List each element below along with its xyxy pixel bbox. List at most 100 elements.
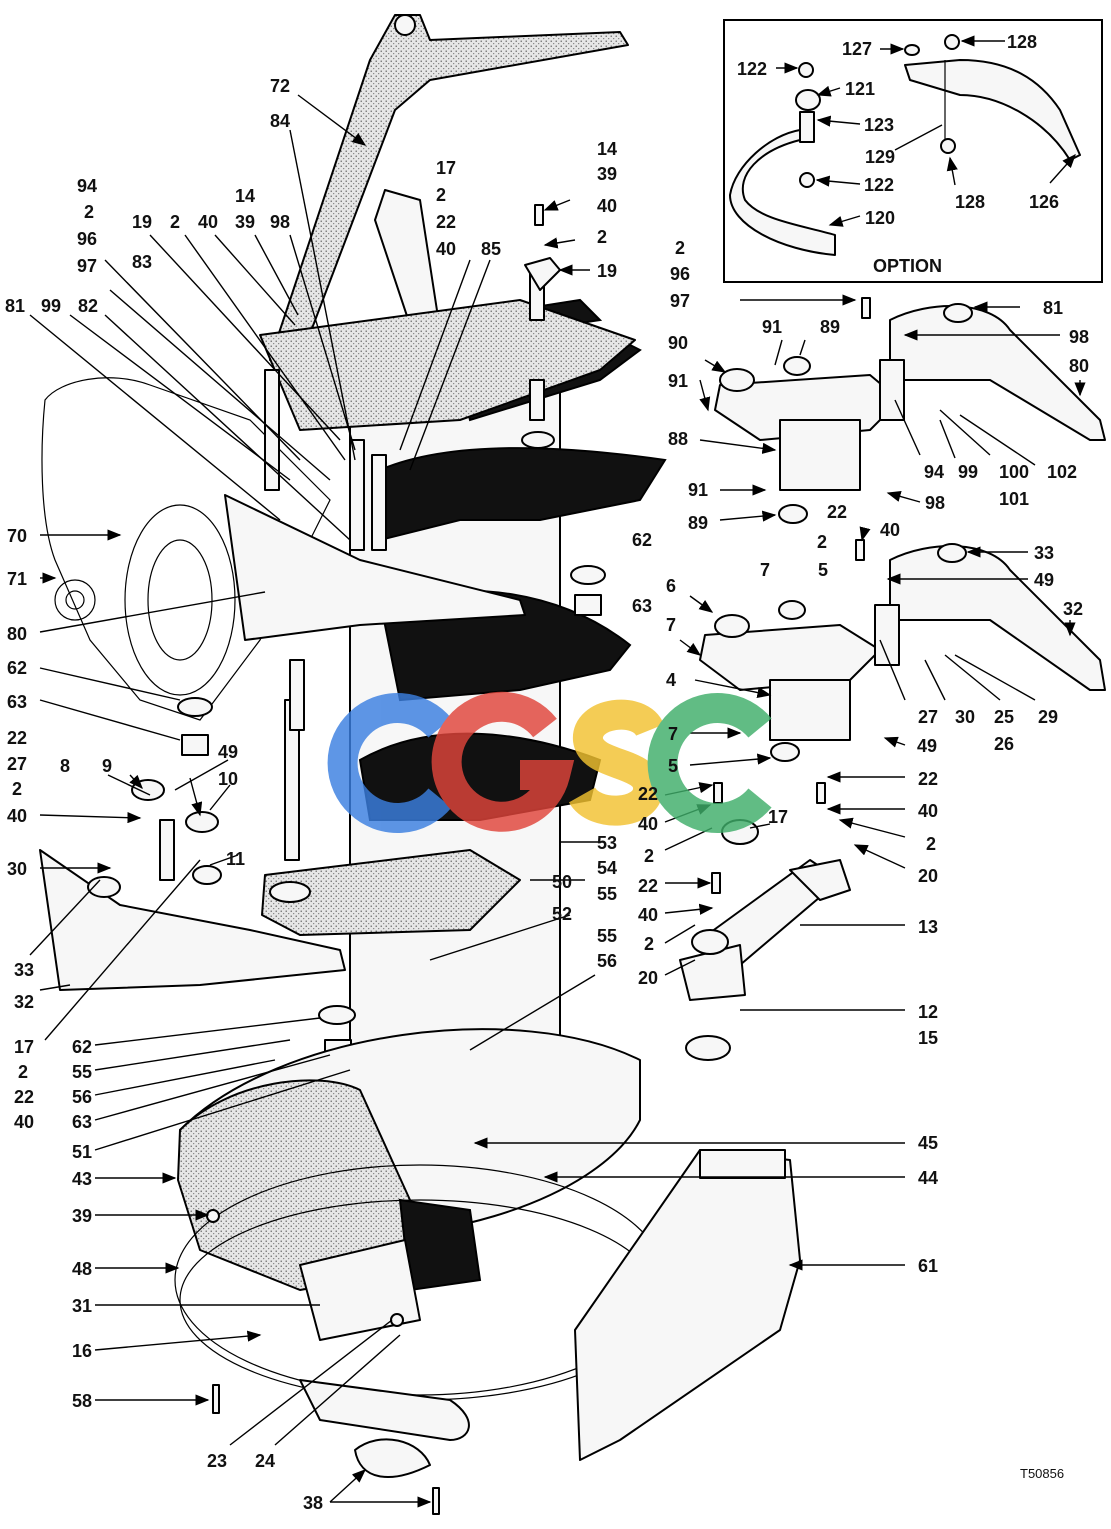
spacer-123 [799,111,815,143]
scraper-blade [299,1379,470,1441]
callout-22: 22 [638,784,658,804]
callout-2: 2 [644,846,654,866]
lift-arm [269,14,629,361]
bushing-90 [719,368,755,392]
nut-122-top [798,62,814,78]
callout-2: 2 [12,779,22,799]
callout-91: 91 [688,480,708,500]
callout-71: 71 [7,569,27,589]
callout-84: 84 [270,111,290,131]
watermark-letter-c1 [327,693,452,833]
bracket-32 [39,849,346,991]
watermark-letter-g [431,691,575,832]
upper-plate [259,299,636,431]
callout-126: 126 [1029,192,1059,212]
callout-101: 101 [999,489,1029,509]
machine-drawing [39,14,1106,1515]
bushing-5-bottom [770,742,800,762]
paddle-31 [299,1239,421,1341]
callout-38: 38 [303,1493,323,1513]
block-88 [779,419,861,491]
callout-40: 40 [597,196,617,216]
callout-22: 22 [436,212,456,232]
watermark-letter-s [568,699,664,826]
callout-70: 70 [7,526,27,546]
callout-39: 39 [597,164,617,184]
callout-40: 40 [436,239,456,259]
callout-123: 123 [864,115,894,135]
callout-2: 2 [436,185,446,205]
callout-72: 72 [270,76,290,96]
bushing-33 [937,543,967,563]
callout-56: 56 [72,1087,92,1107]
callout-98: 98 [1069,327,1089,347]
callout-122: 122 [737,59,767,79]
bushing-81 [943,303,973,323]
callout-20: 20 [638,968,658,988]
callout-40: 40 [918,801,938,821]
leader-lines [29,35,1086,1508]
callout-89: 89 [688,513,708,533]
callout-39: 39 [72,1206,92,1226]
callout-63: 63 [7,692,27,712]
callout-20: 20 [918,866,938,886]
callout-99: 99 [41,296,61,316]
callout-128: 128 [955,192,985,212]
callout-94: 94 [77,176,97,196]
callout-40: 40 [14,1112,34,1132]
callout-7: 7 [666,615,676,635]
callout-27: 27 [918,707,938,727]
callout-22: 22 [14,1087,34,1107]
callout-2: 2 [926,834,936,854]
callout-29: 29 [1038,707,1058,727]
housing-boss-hole [65,590,85,610]
inset-title: OPTION [873,256,942,276]
nut-122-bottom [799,172,815,188]
callout-62: 62 [7,658,27,678]
callout-43: 43 [72,1169,92,1189]
callout-2: 2 [84,202,94,222]
callout-49: 49 [917,736,937,756]
callout-39: 39 [235,212,255,232]
callout-91: 91 [668,371,688,391]
callout-55: 55 [72,1062,92,1082]
callout-19: 19 [597,261,617,281]
callout-63: 63 [72,1112,92,1132]
callout-129: 129 [865,147,895,167]
callout-82: 82 [78,296,98,316]
arm-80-right [889,305,1106,441]
arm-13-end [789,859,851,901]
callout-24: 24 [255,1451,275,1471]
callout-120: 120 [865,208,895,228]
callout-88: 88 [668,429,688,449]
callout-5: 5 [668,756,678,776]
callout-2: 2 [597,227,607,247]
callout-2: 2 [170,212,180,232]
callout-33: 33 [1034,543,1054,563]
callout-30: 30 [955,707,975,727]
callout-15: 15 [918,1028,938,1048]
nut-128-top [944,34,960,50]
lower-plate [261,849,521,936]
callout-61: 61 [918,1256,938,1276]
figure-id: T50856 [1020,1466,1064,1481]
callout-19: 19 [132,212,152,232]
transmission-housing [41,377,331,721]
callout-52: 52 [552,904,572,924]
bearing-12 [685,1035,731,1061]
callout-49: 49 [218,742,238,762]
callout-102: 102 [1047,462,1077,482]
callout-62: 62 [632,530,652,550]
callout-13: 13 [918,917,938,937]
callout-91: 91 [762,317,782,337]
callout-2: 2 [18,1062,28,1082]
bushing-89-top [783,356,811,376]
callout-7: 7 [668,724,678,744]
callout-62: 62 [72,1037,92,1057]
washer-127 [904,44,920,56]
watermark [327,691,772,833]
callout-32: 32 [14,992,34,1012]
callout-98: 98 [925,493,945,513]
